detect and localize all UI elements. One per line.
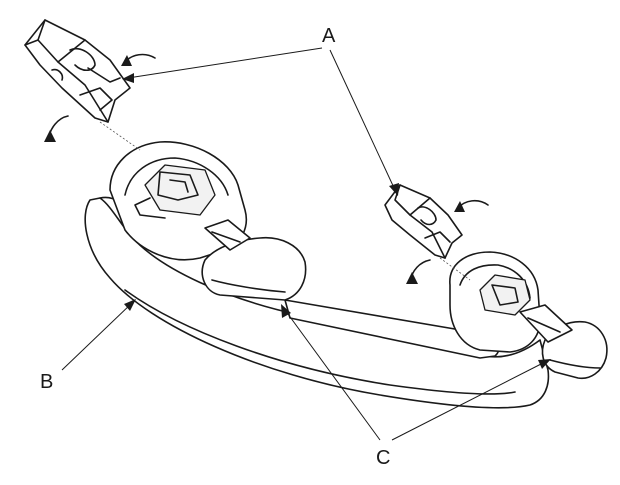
label-b: B — [40, 371, 53, 393]
grip-handle — [84, 141, 608, 409]
leader-lines — [61, 47, 551, 441]
clip-a-left — [24, 19, 141, 151]
rotate-arrow-icon — [44, 115, 69, 142]
rotate-arrow-icon — [406, 259, 431, 284]
rotate-arrow-icon — [121, 53, 156, 66]
label-a: A — [322, 25, 336, 47]
rotate-arrow-icon — [454, 199, 489, 212]
clip-a-right — [384, 184, 471, 281]
label-c: C — [376, 447, 390, 469]
